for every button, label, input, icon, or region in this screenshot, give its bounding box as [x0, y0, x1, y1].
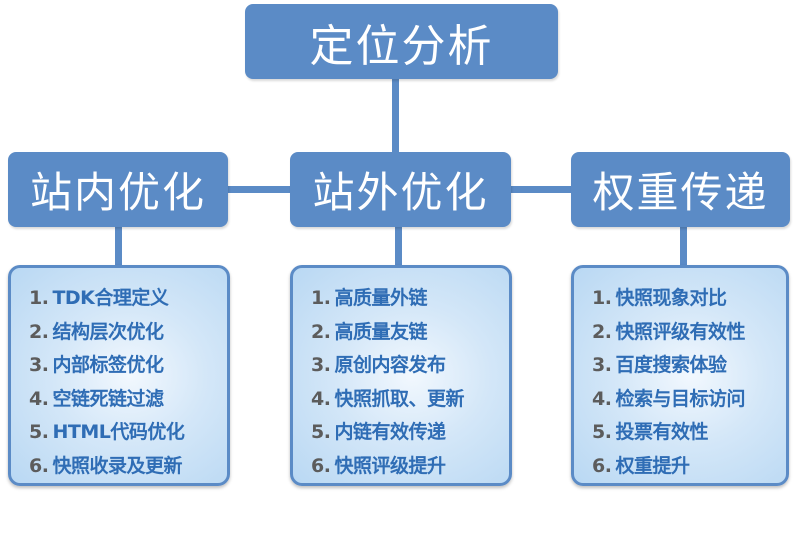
item-text: 权重提升	[615, 454, 690, 477]
item-number: 2.	[592, 320, 612, 343]
list-item: 5.投票有效性	[592, 416, 786, 450]
branch-title: 站内优化	[29, 168, 206, 217]
item-number: 3.	[592, 354, 612, 376]
item-text: 原创内容发布	[334, 354, 446, 376]
list-item: 2.高质量友链	[311, 316, 509, 350]
item-text: 空链死链过滤	[52, 387, 164, 410]
item-text: 结构层次优化	[52, 320, 164, 343]
item-number: 1.	[29, 287, 49, 309]
item-number: 2.	[311, 320, 331, 343]
item-text: HTML代码优化	[52, 421, 185, 443]
connector-left-to-list	[115, 227, 122, 267]
list-item: 3.百度搜索体验	[592, 349, 786, 383]
weight-transfer-list: 1.快照现象对比 2.快照评级有效性 3.百度搜索体验 4.检索与目标访问 5.…	[571, 265, 789, 486]
item-text: 高质量外链	[334, 287, 427, 309]
item-text: 快照现象对比	[615, 287, 727, 309]
connector-root-to-center	[392, 79, 399, 152]
item-text: 百度搜索体验	[615, 354, 727, 376]
list-item: 5.内链有效传递	[311, 416, 509, 450]
item-text: 快照评级提升	[334, 454, 446, 477]
item-text: 内部标签优化	[52, 354, 164, 376]
item-text: 检索与目标访问	[615, 387, 745, 410]
item-number: 5.	[311, 421, 331, 443]
branch-title: 站外优化	[312, 168, 489, 217]
branch-title: 权重传递	[592, 168, 769, 217]
list-item: 3.内部标签优化	[29, 349, 227, 383]
list-item: 1.快照现象对比	[592, 282, 786, 316]
branch-weight-transfer: 权重传递	[571, 152, 790, 227]
list-item: 3.原创内容发布	[311, 349, 509, 383]
list-item: 2.快照评级有效性	[592, 316, 786, 350]
connector-right-to-list	[680, 227, 687, 267]
item-number: 6.	[311, 454, 331, 477]
connector-center-to-right	[511, 186, 571, 193]
item-text: 内链有效传递	[334, 421, 446, 443]
item-number: 4.	[311, 387, 331, 410]
branch-offsite-optimization: 站外优化	[290, 152, 511, 227]
item-number: 6.	[29, 454, 49, 477]
item-number: 2.	[29, 320, 49, 343]
list-item: 4.检索与目标访问	[592, 383, 786, 417]
item-number: 5.	[29, 421, 49, 443]
item-number: 3.	[311, 354, 331, 376]
item-text: 高质量友链	[334, 320, 427, 343]
list-item: 4.空链死链过滤	[29, 383, 227, 417]
list-item: 6.快照评级提升	[311, 450, 509, 484]
list-item: 4.快照抓取、更新	[311, 383, 509, 417]
item-number: 4.	[592, 387, 612, 410]
root-node-label: 定位分析	[309, 20, 494, 72]
connector-center-to-list	[395, 227, 402, 267]
connector-left-to-center	[228, 186, 290, 193]
item-number: 1.	[592, 287, 612, 309]
list-item: 1.高质量外链	[311, 282, 509, 316]
item-number: 3.	[29, 354, 49, 376]
item-text: 快照抓取、更新	[334, 387, 464, 410]
item-number: 5.	[592, 421, 612, 443]
item-number: 4.	[29, 387, 49, 410]
list-item: 1.TDK合理定义	[29, 282, 227, 316]
item-text: 快照评级有效性	[615, 320, 745, 343]
list-item: 6.快照收录及更新	[29, 450, 227, 484]
branch-onsite-optimization: 站内优化	[8, 152, 228, 227]
item-text: 投票有效性	[615, 421, 708, 443]
item-text: TDK合理定义	[52, 287, 169, 309]
item-number: 1.	[311, 287, 331, 309]
list-item: 5.HTML代码优化	[29, 416, 227, 450]
root-node-positioning-analysis: 定位分析	[245, 4, 558, 79]
offsite-optimization-list: 1.高质量外链 2.高质量友链 3.原创内容发布 4.快照抓取、更新 5.内链有…	[290, 265, 512, 486]
list-item: 2.结构层次优化	[29, 316, 227, 350]
onsite-optimization-list: 1.TDK合理定义 2.结构层次优化 3.内部标签优化 4.空链死链过滤 5.H…	[8, 265, 230, 486]
list-item: 6.权重提升	[592, 450, 786, 484]
item-number: 6.	[592, 454, 612, 477]
item-text: 快照收录及更新	[52, 454, 182, 477]
